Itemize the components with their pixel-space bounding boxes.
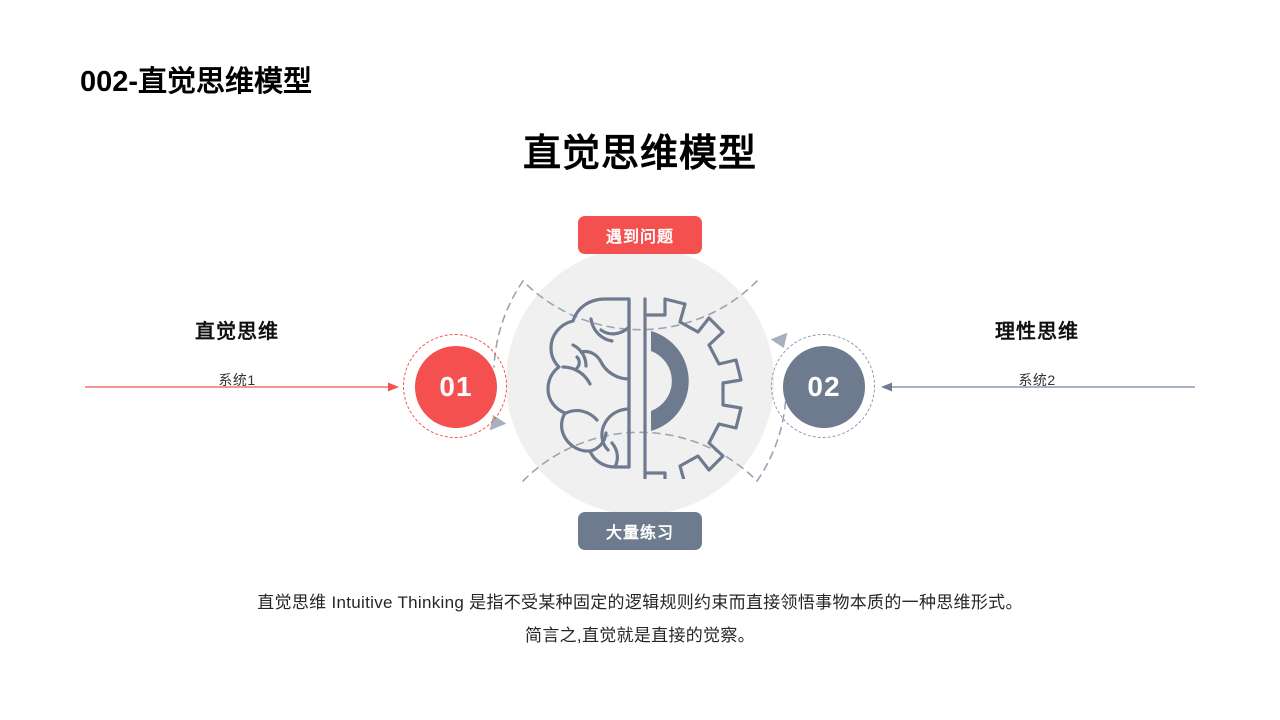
node-02-number: 02 — [783, 346, 865, 428]
badge-lots-of-practice[interactable]: 大量练习 — [578, 512, 702, 550]
node-01[interactable]: 01 — [403, 334, 507, 438]
arrow-left-to-right — [85, 382, 399, 392]
page-title: 直觉思维模型 — [522, 133, 757, 175]
node-01-number: 01 — [415, 346, 497, 428]
wing-left-subtitle: 系统1 — [218, 372, 256, 388]
slide-header-title: 002-直觉思维模型 — [80, 66, 313, 98]
caption-block: 直觉思维 Intuitive Thinking 是指不受某种固定的逻辑规则约束而… — [0, 586, 1280, 652]
wing-right-subtitle: 系统2 — [1018, 372, 1056, 388]
caption-line-2: 简言之,直觉就是直接的觉察。 — [525, 626, 755, 645]
node-02[interactable]: 02 — [771, 334, 875, 438]
wing-left-title: 直觉思维 — [195, 321, 279, 343]
arrow-right-to-left — [881, 382, 1195, 392]
wing-right-title: 理性思维 — [995, 321, 1079, 343]
wing-right: 理性思维 系统2 — [887, 315, 1187, 390]
brain-gear-icon — [546, 297, 743, 479]
badge-encounter-problem[interactable]: 遇到问题 — [578, 216, 702, 254]
intuitive-thinking-diagram: 遇到问题 大量练习 01 02 直觉思维 系统1 理性思维 系统2 — [0, 195, 1280, 565]
wing-left: 直觉思维 系统1 — [87, 315, 387, 390]
caption-line-1: 直觉思维 Intuitive Thinking 是指不受某种固定的逻辑规则约束而… — [257, 593, 1023, 612]
gear-crescent — [651, 331, 689, 431]
